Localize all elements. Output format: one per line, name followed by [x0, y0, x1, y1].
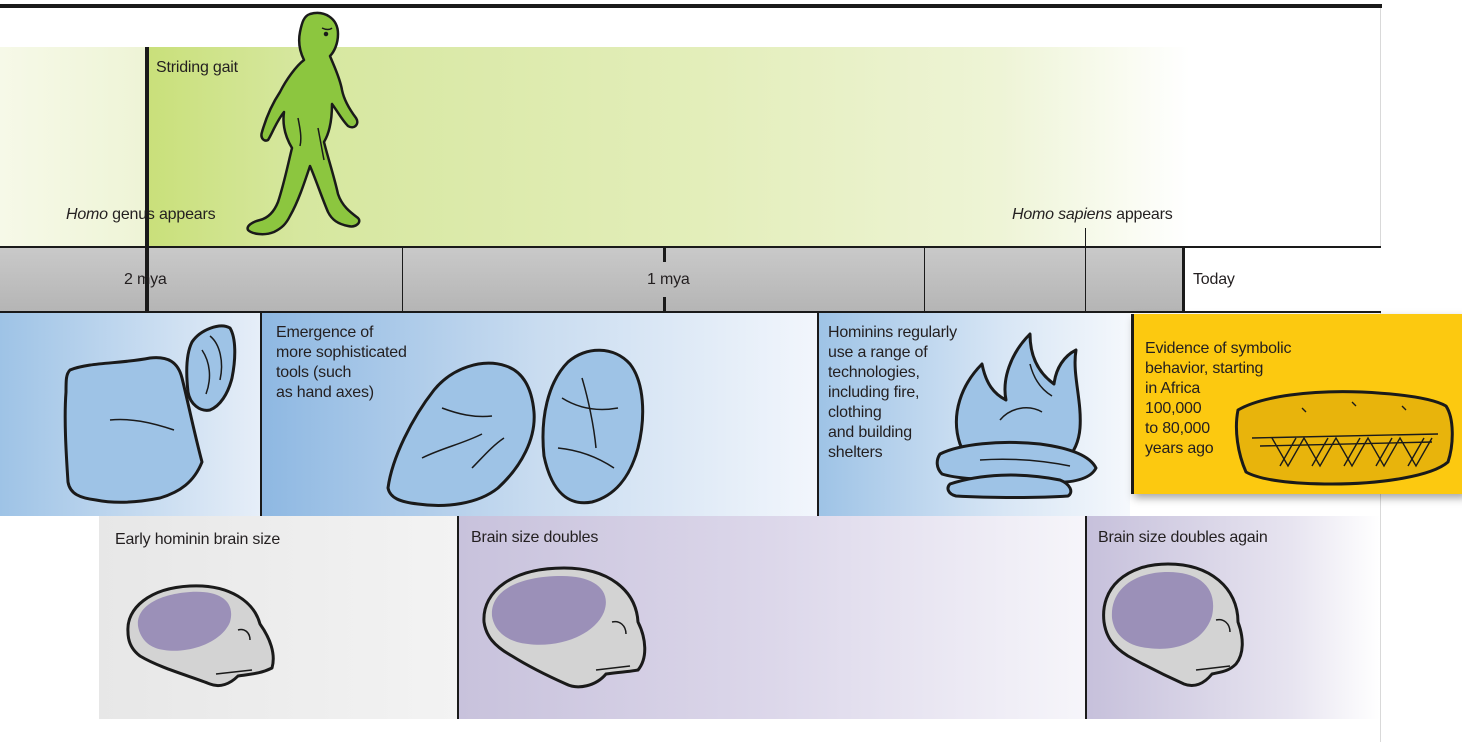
- homo-genus-italic: Homo: [66, 206, 108, 223]
- symbolic-line4: 100,000: [1145, 399, 1201, 419]
- axis-divider: [1085, 248, 1086, 311]
- top-rule: [0, 4, 1382, 8]
- time-axis: [0, 246, 1184, 313]
- axis-tick: [663, 297, 666, 311]
- homo-sapiens-italic: Homo sapiens: [1012, 206, 1112, 223]
- symbolic-line5: to 80,000: [1145, 419, 1210, 439]
- homo-genus-suffix: genus appears: [108, 206, 216, 223]
- panel-divider: [1085, 516, 1087, 719]
- tech-line7: shelters: [828, 443, 882, 463]
- brain-doubles-again-label: Brain size doubles again: [1098, 528, 1268, 548]
- symbolic-line6: years ago: [1145, 439, 1213, 459]
- symbolic-line2: behavior, starting: [1145, 359, 1263, 379]
- tech-line4: including fire,: [828, 383, 919, 403]
- symbolic-line3: in Africa: [1145, 379, 1200, 399]
- axis-divider: [402, 248, 403, 311]
- symbolic-line1: Evidence of symbolic: [1145, 339, 1291, 359]
- tech-line3: technologies,: [828, 363, 920, 383]
- tick-label-2mya: 2 mya: [124, 270, 167, 290]
- hominin-figure-icon: [238, 8, 368, 244]
- early-brain-label: Early hominin brain size: [115, 530, 280, 550]
- campfire-icon: [930, 324, 1106, 500]
- engraved-ochre-icon: [1232, 384, 1460, 488]
- striding-gait-label: Striding gait: [156, 58, 238, 78]
- skull-icon: [478, 562, 658, 692]
- panel-divider: [260, 313, 262, 516]
- stone-tool-icon: [60, 322, 250, 512]
- tick-label-1mya: 1 mya: [647, 270, 690, 290]
- panel-divider: [817, 313, 819, 516]
- tick-label-today: Today: [1193, 270, 1235, 290]
- axis-tick: [146, 297, 149, 311]
- hand-axes-line4: as hand axes): [276, 383, 374, 403]
- hand-axes-line3: tools (such: [276, 363, 351, 383]
- skull-icon: [1098, 560, 1248, 692]
- tech-line5: clothing: [828, 403, 882, 423]
- brain-doubles-label: Brain size doubles: [471, 528, 598, 548]
- skull-icon: [120, 578, 280, 690]
- axis-tick: [663, 248, 666, 262]
- homo-sapiens-suffix: appears: [1112, 206, 1173, 223]
- axis-divider: [924, 248, 925, 311]
- homo-sapiens-label: Homo sapiens appears: [1012, 205, 1173, 225]
- hand-axes-line1: Emergence of: [276, 323, 373, 343]
- panel-divider: [457, 516, 459, 719]
- tech-line2: use a range of: [828, 343, 928, 363]
- hand-axe-icon: [382, 338, 648, 510]
- homo-genus-label: Homo genus appears: [66, 205, 215, 225]
- tech-line6: and building: [828, 423, 912, 443]
